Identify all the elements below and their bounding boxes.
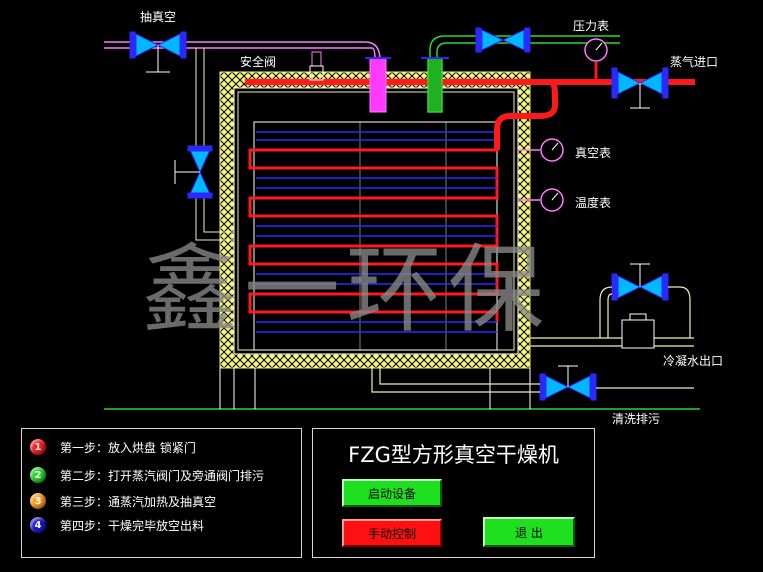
- machine-title: FZG型方形真空干燥机: [348, 443, 559, 467]
- label-thermometer: 温度表: [575, 196, 612, 210]
- drain-valve-icon[interactable]: [539, 365, 597, 401]
- step-3-badge: 3: [30, 493, 46, 509]
- step-3-text: 第三步：通蒸汽加热及抽真空: [60, 494, 217, 509]
- step-1: 1 第一步：放入烘盘 锁紧门: [30, 437, 196, 457]
- heating-coils: [248, 120, 499, 333]
- start-button[interactable]: 启动设备: [342, 479, 442, 507]
- steps-panel: 1 第一步：放入烘盘 锁紧门 2 第二步：打开蒸汽阀门及旁通阀门排污 3 第三步…: [21, 428, 302, 558]
- safety-valve-icon: [309, 51, 324, 81]
- steam-trap-icon: [621, 313, 655, 349]
- label-safety-valve: 安全阀: [240, 55, 277, 69]
- step-2-badge: 2: [30, 467, 46, 483]
- condensate-valve-icon[interactable]: [611, 263, 669, 301]
- drying-chamber: [219, 71, 531, 409]
- label-steam-inlet: 蒸气进口: [670, 55, 719, 69]
- step-4: 4 第四步：干燥完毕放空出料: [30, 515, 204, 535]
- step-1-text: 第一步：放入烘盘 锁紧门: [60, 440, 196, 455]
- condensate-pipes: [371, 286, 694, 393]
- vacuum-line: [104, 41, 391, 241]
- step-2: 2 第二步：打开蒸汽阀门及旁通阀门排污: [30, 465, 264, 485]
- vacuum-gauge-icon: [518, 138, 564, 162]
- steam-valve-icon[interactable]: [611, 67, 669, 109]
- step-4-text: 第四步：干燥完毕放空出料: [60, 518, 205, 533]
- condenser-pipe: [421, 35, 620, 113]
- thermometer-icon: [518, 188, 564, 212]
- exit-button[interactable]: 退 出: [483, 517, 575, 547]
- manual-control-button[interactable]: 手动控制: [342, 519, 442, 547]
- vacuum-valve-icon[interactable]: [129, 31, 187, 73]
- step-4-badge: 4: [30, 517, 46, 533]
- pressure-gauge-icon: [584, 38, 608, 82]
- label-condensate-outlet: 冷凝水出口: [663, 354, 724, 368]
- step-1-badge: 1: [30, 439, 46, 455]
- label-drain: 清洗排污: [612, 412, 661, 426]
- label-pressure-gauge: 压力表: [573, 19, 610, 33]
- step-2-text: 第二步：打开蒸汽阀门及旁通阀门排污: [60, 468, 265, 483]
- label-vacuum-gauge: 真空表: [575, 146, 612, 160]
- control-panel: FZG型方形真空干燥机 启动设备 手动控制 退 出: [312, 428, 595, 558]
- bypass-valve-icon[interactable]: [174, 145, 213, 199]
- condenser-valve-icon[interactable]: [475, 27, 531, 53]
- label-vacuum-pump: 抽真空: [140, 10, 177, 24]
- step-3: 3 第三步：通蒸汽加热及抽真空: [30, 491, 216, 511]
